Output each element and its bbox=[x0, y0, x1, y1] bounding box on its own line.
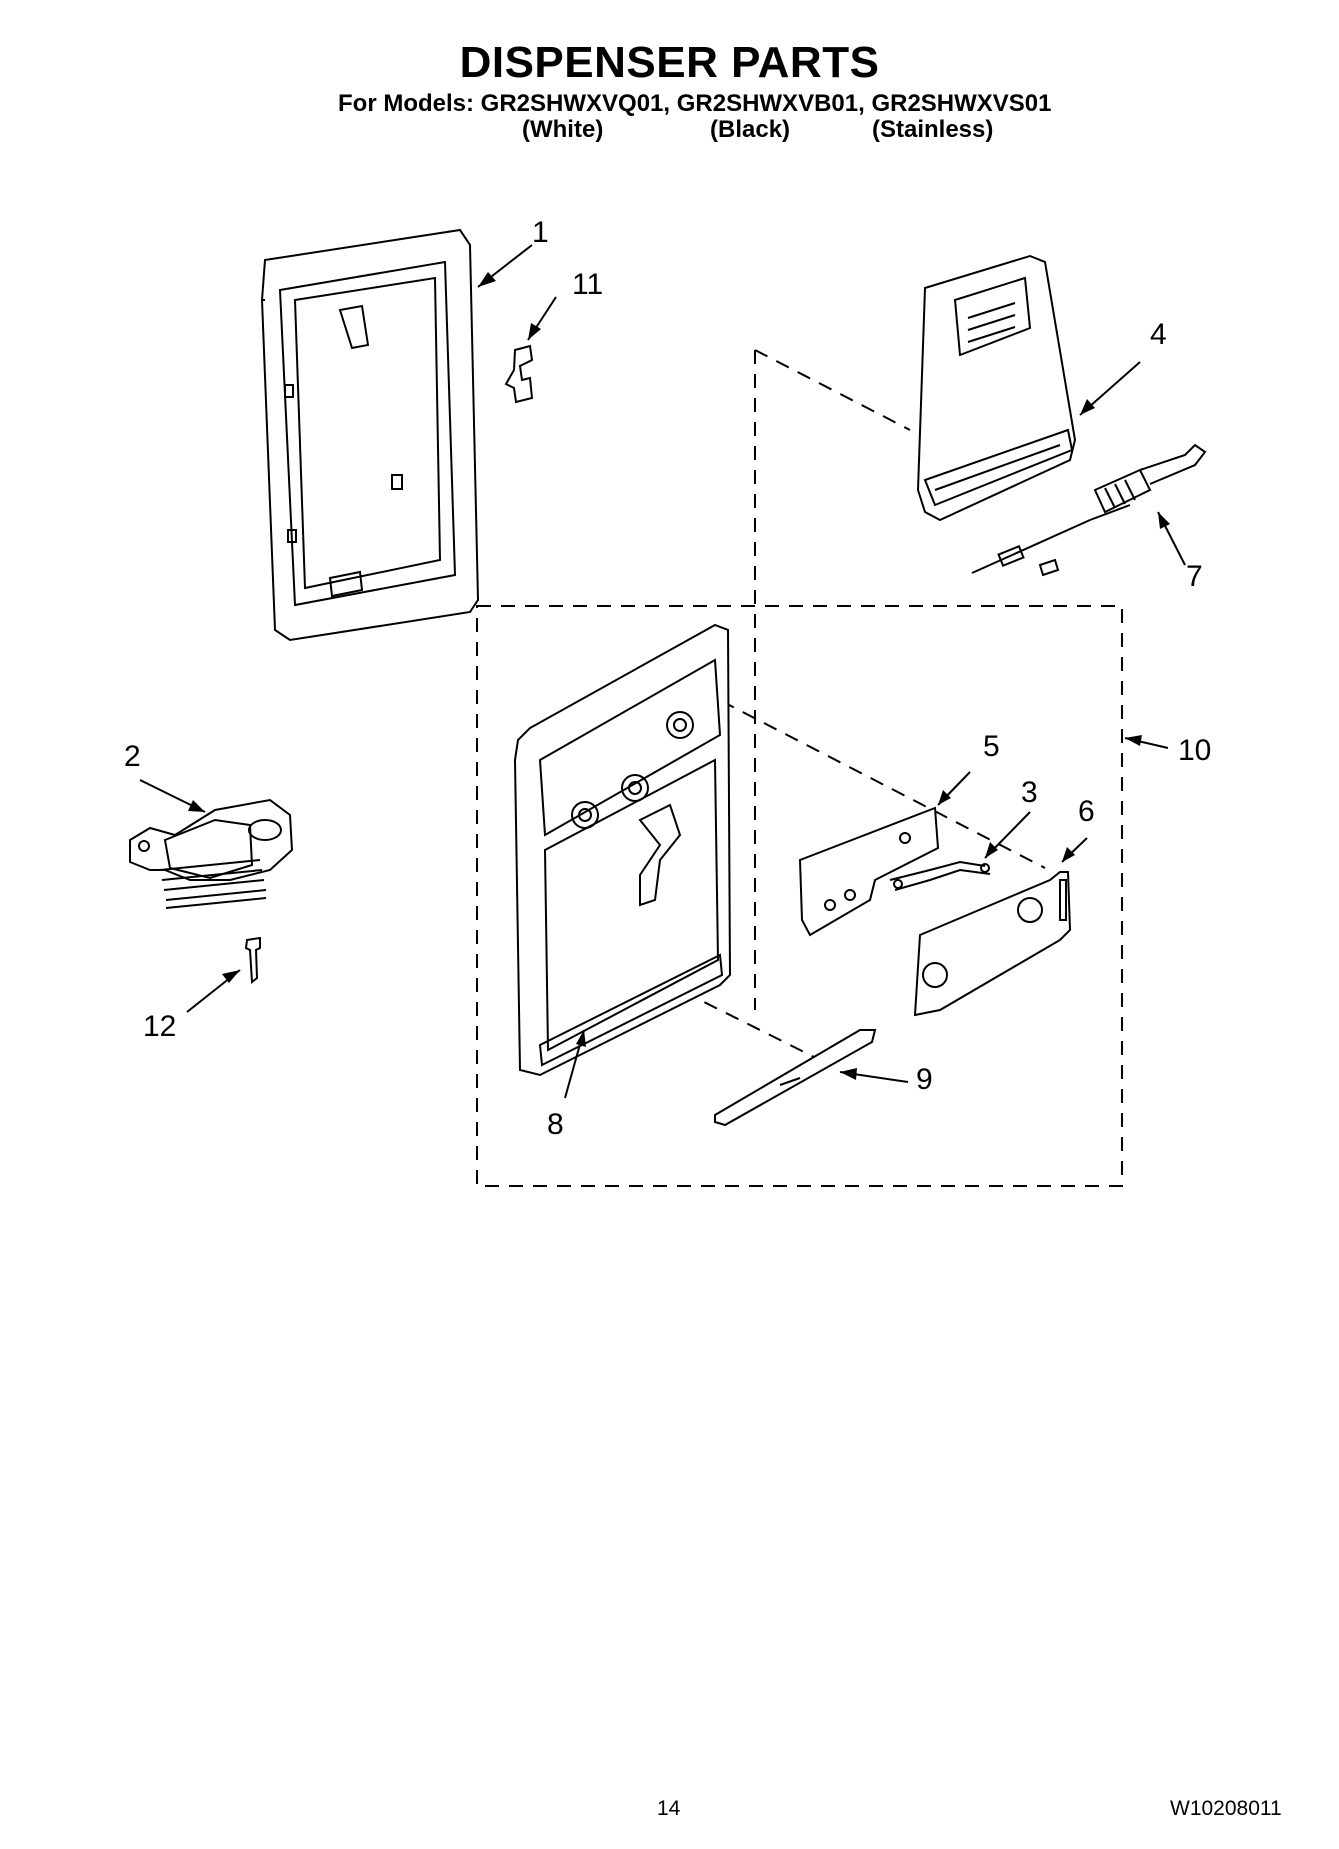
variant-white: (White) bbox=[522, 116, 604, 143]
models-line: For Models: GR2SHWXVQ01, GR2SHWXVB01, GR… bbox=[338, 90, 1052, 117]
doc-number: W10208011 bbox=[1170, 1797, 1282, 1820]
part-11-clip bbox=[504, 344, 534, 404]
variant-stainless: (Stainless) bbox=[872, 116, 994, 143]
part-7-harness bbox=[971, 443, 1207, 577]
callout-1: 1 bbox=[532, 216, 549, 249]
callout-11: 11 bbox=[572, 268, 604, 301]
part-5-board bbox=[798, 806, 940, 937]
part-4-cover bbox=[916, 254, 1077, 522]
callout-7: 7 bbox=[1186, 560, 1203, 593]
callout-8: 8 bbox=[547, 1108, 564, 1141]
assembly-10-box bbox=[476, 605, 1123, 1187]
part-2-motor bbox=[129, 798, 294, 909]
callout-2: 2 bbox=[124, 740, 141, 773]
part-8-housing bbox=[513, 623, 732, 1077]
callout-6: 6 bbox=[1078, 795, 1095, 828]
part-9-tray bbox=[714, 1029, 877, 1127]
callout-3: 3 bbox=[1021, 776, 1038, 809]
callout-12: 12 bbox=[143, 1010, 177, 1043]
callout-9: 9 bbox=[916, 1063, 933, 1096]
page-title: DISPENSER PARTS bbox=[459, 38, 880, 87]
callout-5: 5 bbox=[983, 730, 1000, 763]
part-6-panel bbox=[913, 871, 1072, 1017]
part-12-screw bbox=[244, 936, 261, 984]
variant-black: (Black) bbox=[710, 116, 791, 143]
part-3-wires bbox=[889, 860, 991, 891]
callout-10: 10 bbox=[1178, 734, 1212, 767]
part-1-frame bbox=[260, 228, 480, 642]
callout-4: 4 bbox=[1150, 318, 1167, 351]
page-number: 14 bbox=[657, 1797, 681, 1820]
